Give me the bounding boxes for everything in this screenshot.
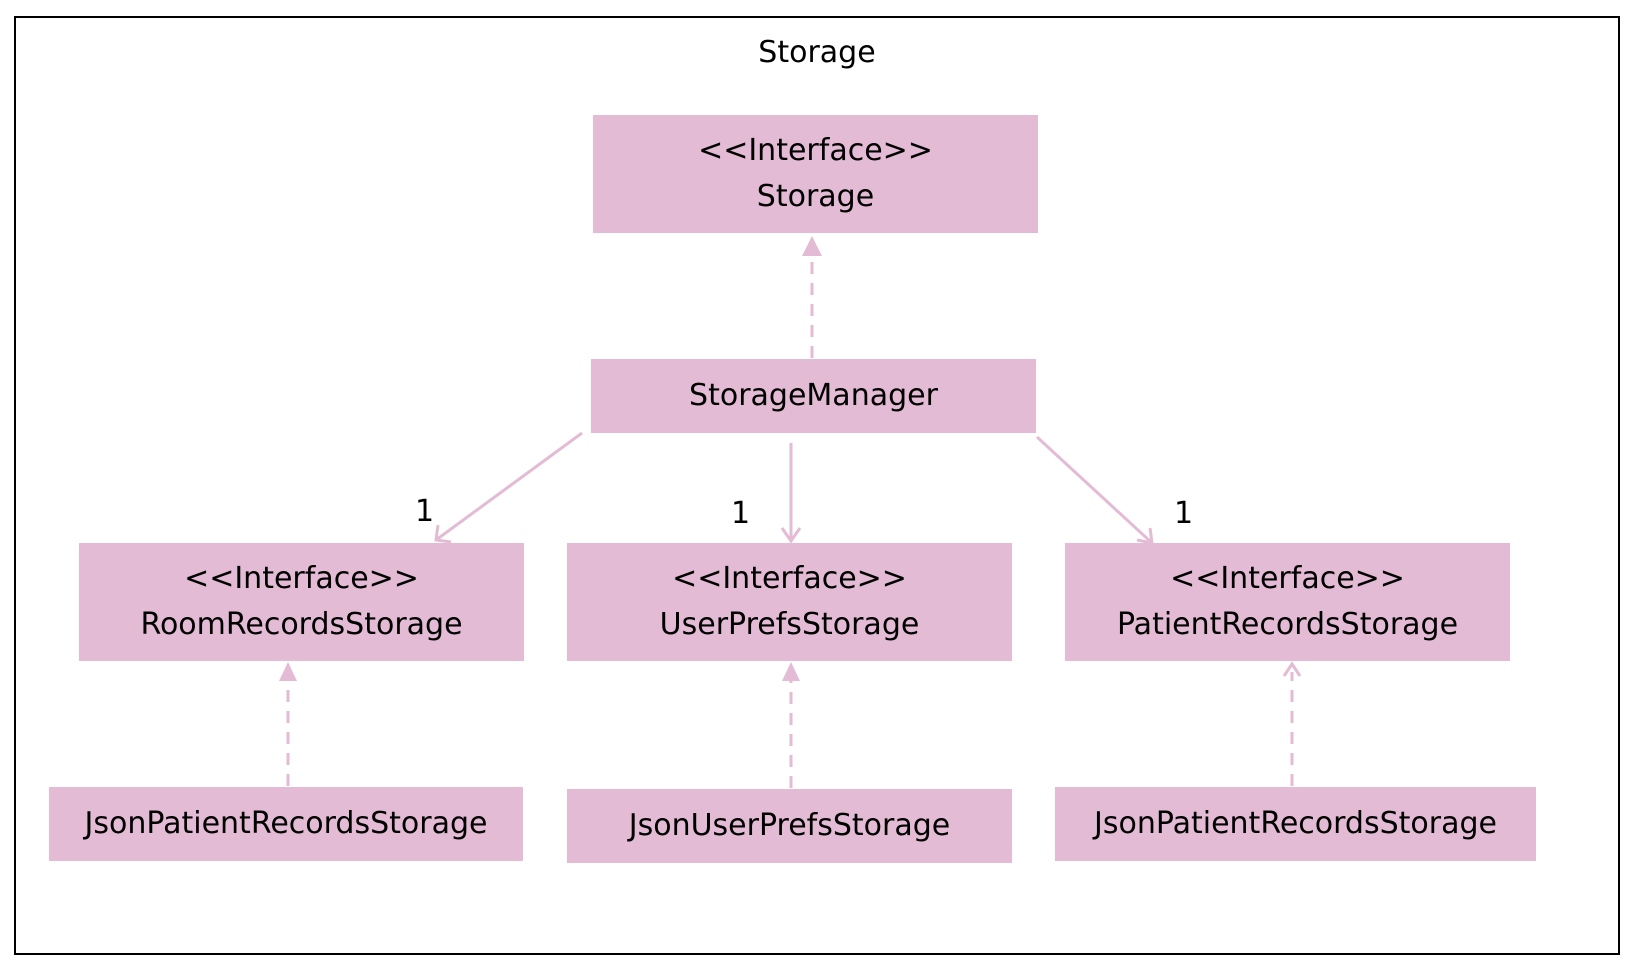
json-user-prefs-impl-name: JsonUserPrefsStorage bbox=[628, 808, 951, 843]
json-room-records-impl-name: JsonPatientRecordsStorage bbox=[84, 806, 488, 841]
room-records-storage-interface-box: <<Interface>> RoomRecordsStorage bbox=[79, 543, 524, 661]
json-user-prefs-impl-box: JsonUserPrefsStorage bbox=[567, 789, 1012, 863]
storage-interface-box: <<Interface>> Storage bbox=[593, 115, 1038, 233]
storage-package-frame bbox=[14, 16, 1620, 955]
storage-manager-box: StorageManager bbox=[591, 359, 1036, 433]
user-prefs-storage-stereotype: <<Interface>> bbox=[672, 561, 907, 596]
patient-records-storage-stereotype: <<Interface>> bbox=[1170, 561, 1405, 596]
json-patient-records-impl-name: JsonPatientRecordsStorage bbox=[1094, 806, 1497, 841]
patient-records-storage-interface-box: <<Interface>> PatientRecordsStorage bbox=[1065, 543, 1510, 661]
package-title: Storage bbox=[758, 35, 876, 70]
user-prefs-storage-name: UserPrefsStorage bbox=[659, 607, 920, 642]
storage-manager-name: StorageManager bbox=[689, 378, 938, 413]
user-prefs-storage-interface-box: <<Interface>> UserPrefsStorage bbox=[567, 543, 1012, 661]
multiplicity-room-records: 1 bbox=[415, 494, 435, 529]
room-records-storage-stereotype: <<Interface>> bbox=[184, 561, 419, 596]
room-records-storage-name: RoomRecordsStorage bbox=[140, 607, 463, 642]
multiplicity-patient-records: 1 bbox=[1174, 496, 1194, 531]
storage-interface-stereotype: <<Interface>> bbox=[698, 133, 933, 168]
storage-interface-name: Storage bbox=[756, 179, 875, 214]
multiplicity-user-prefs: 1 bbox=[731, 496, 751, 531]
json-patient-records-impl-box: JsonPatientRecordsStorage bbox=[1055, 787, 1536, 861]
json-room-records-impl-box: JsonPatientRecordsStorage bbox=[49, 787, 523, 861]
patient-records-storage-name: PatientRecordsStorage bbox=[1116, 607, 1459, 642]
